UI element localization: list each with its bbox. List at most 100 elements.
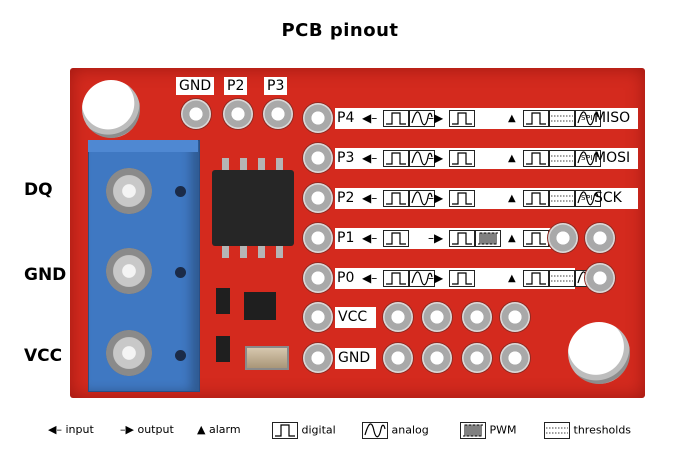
pin-strip-gnd <box>335 348 376 369</box>
analog-icon <box>575 110 601 127</box>
pin-strip-vcc <box>335 307 376 328</box>
digital-icon <box>449 270 475 287</box>
ic-leg <box>276 158 283 170</box>
analog-icon <box>409 150 435 167</box>
pwm-icon <box>475 230 501 247</box>
pad <box>422 343 452 373</box>
pad <box>548 223 578 253</box>
analog-icon <box>409 270 435 287</box>
thresholds-icon <box>549 150 575 167</box>
spi-label-p3: SPI <box>581 154 594 162</box>
legend-output-label: output <box>137 423 174 436</box>
smd-capacitor <box>245 346 289 370</box>
pad-p4 <box>303 103 333 133</box>
alarm-icon: ▲ <box>508 153 516 164</box>
spi-label-p4: SPI <box>581 114 594 122</box>
pad-top-gnd <box>181 99 211 129</box>
pin-name-p2: P2 <box>337 190 355 206</box>
digital-icon <box>449 150 475 167</box>
pad-top-p3 <box>263 99 293 129</box>
pad <box>462 302 492 332</box>
analog-icon <box>362 422 388 439</box>
top-pin-label: P3 <box>264 77 288 95</box>
legend-pwm: PWM <box>460 422 517 439</box>
legend-output: –▶ output <box>120 422 174 438</box>
input-arrow-icon: ◀– <box>362 111 378 125</box>
alarm-icon: ▲ <box>508 193 516 204</box>
thresholds-icon <box>549 270 575 287</box>
alarm-icon: ▲ <box>508 233 516 244</box>
top-pin-label: P2 <box>224 77 248 95</box>
page-title: PCB pinout <box>281 20 399 41</box>
ic-leg <box>258 246 265 258</box>
pin-function-p2: SCK <box>594 190 622 206</box>
pin-name-p0: P0 <box>337 270 355 286</box>
smd-resistor <box>216 336 230 362</box>
digital-icon <box>523 190 549 207</box>
legend-thresholds-label: thresholds <box>573 423 632 437</box>
digital-icon <box>449 110 475 127</box>
digital-icon <box>523 230 549 247</box>
digital-icon <box>523 110 549 127</box>
pin-name-p1: P1 <box>337 230 355 246</box>
ic-leg <box>222 246 229 258</box>
smd-resistor <box>216 288 230 314</box>
digital-icon <box>383 270 409 287</box>
digital-icon <box>272 422 298 439</box>
pad-vcc <box>303 302 333 332</box>
pad <box>383 302 413 332</box>
legend-digital: digital <box>272 422 336 439</box>
output-arrow-icon: –▶ <box>428 111 444 125</box>
terminal-screw-vcc <box>106 330 152 376</box>
digital-icon <box>383 150 409 167</box>
ic-leg <box>258 158 265 170</box>
thresholds-icon <box>549 110 575 127</box>
pin-name-vcc: VCC <box>338 309 368 325</box>
terminal-screw-dq <box>106 168 152 214</box>
analog-icon <box>409 190 435 207</box>
legend-analog-label: analog <box>391 423 429 437</box>
ic-chip <box>212 170 294 246</box>
pad-top-p2 <box>223 99 253 129</box>
analog-icon <box>575 190 601 207</box>
output-arrow-icon: –▶ <box>428 151 444 165</box>
output-arrow-icon: –▶ <box>428 271 444 285</box>
input-arrow-icon: ◀– <box>362 271 378 285</box>
digital-icon <box>449 190 475 207</box>
pad <box>500 302 530 332</box>
output-arrow-icon: –▶ <box>428 231 444 245</box>
thresholds-icon <box>544 422 570 439</box>
analog-icon <box>575 150 601 167</box>
pin-function-p3: MOSI <box>594 150 631 166</box>
mounting-hole <box>82 80 140 138</box>
alarm-icon: ▲ <box>508 113 516 124</box>
digital-icon <box>523 270 549 287</box>
legend-alarm-label: alarm <box>208 423 241 436</box>
pin-name-p3: P3 <box>337 150 355 166</box>
pad-p3 <box>303 143 333 173</box>
input-arrow-icon: ◀– <box>362 151 378 165</box>
pad <box>422 302 452 332</box>
alarm-icon: ▲ <box>508 273 516 284</box>
ic-leg <box>240 246 247 258</box>
input-arrow-icon: ◀– <box>362 231 378 245</box>
side-label-dq: DQ <box>24 180 53 200</box>
terminal-slot <box>175 267 186 278</box>
pad-p0 <box>303 263 333 293</box>
digital-icon <box>523 150 549 167</box>
legend-alarm: ▲ alarm <box>197 422 241 438</box>
terminal-block-top <box>88 140 198 152</box>
pin-name-p4: P4 <box>337 110 355 126</box>
terminal-slot <box>175 350 186 361</box>
output-arrow-icon: –▶ <box>428 191 444 205</box>
thresholds-icon <box>549 190 575 207</box>
ic-leg <box>222 158 229 170</box>
terminal-screw-gnd <box>106 248 152 294</box>
pad <box>383 343 413 373</box>
alarm-icon: ▲ <box>197 423 206 436</box>
digital-icon <box>383 110 409 127</box>
pad-gnd <box>303 343 333 373</box>
legend-analog: analog <box>362 422 429 439</box>
digital-icon <box>449 230 475 247</box>
spi-label-p2: SPI <box>581 194 594 202</box>
